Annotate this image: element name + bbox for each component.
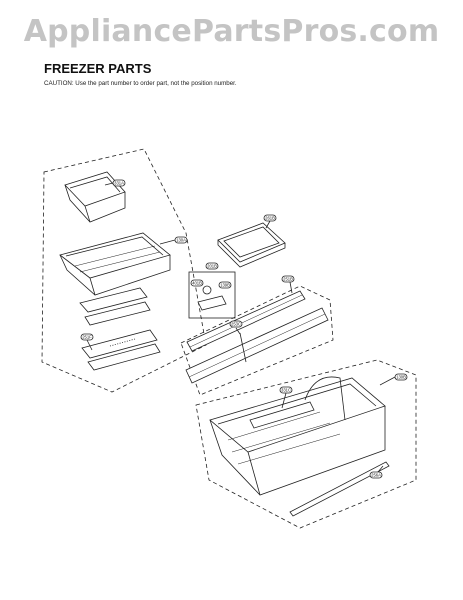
callout-253C: 253C	[229, 320, 243, 335]
part-cover	[217, 222, 286, 268]
part-divider-bottom	[249, 401, 315, 429]
part-small-box	[188, 271, 236, 319]
part-rail-right	[186, 290, 306, 352]
label-130B: 130B	[396, 375, 406, 380]
group-outline-left	[41, 148, 207, 393]
label-256A: 256A	[371, 473, 381, 478]
part-tray-top-left	[64, 171, 126, 223]
label-251B: 251B	[283, 277, 293, 282]
part-basket-left	[59, 232, 171, 296]
watermark-logo: AppliancePartsPros.com	[23, 14, 440, 49]
callout-130B: 130B	[379, 373, 408, 386]
callout-130A: 130A	[159, 236, 188, 245]
label-201B: 201B	[207, 264, 217, 269]
caution-note: CAUTION: Use the part number to order pa…	[44, 80, 237, 87]
part-divider-left-lower	[81, 329, 161, 371]
group-outline-bottom	[195, 359, 417, 529]
part-rod	[289, 461, 390, 517]
label-401B: 401B	[192, 281, 202, 286]
group-outline-right	[180, 285, 334, 396]
label-261B: 261B	[265, 216, 275, 221]
callout-401B: 401B	[190, 279, 204, 287]
callout-331C: 331C	[279, 386, 293, 409]
label-331C: 331C	[281, 388, 291, 393]
callout-256A: 256A	[369, 465, 384, 479]
label-130A: 130A	[176, 238, 186, 243]
label-139B: 139B	[220, 283, 230, 288]
part-rail-center	[185, 307, 329, 384]
callout-331A: 331A	[104, 179, 126, 187]
label-253C: 253C	[231, 322, 241, 327]
label-331A: 331A	[114, 181, 124, 186]
callout-261B: 261B	[263, 214, 277, 229]
part-divider-left-upper	[79, 287, 151, 326]
callout-251F: 251F	[80, 333, 94, 351]
callout-139B: 139B	[218, 281, 232, 289]
page-title: FREEZER PARTS	[44, 61, 152, 76]
callout-201B: 201B	[205, 262, 219, 270]
label-251F: 251F	[82, 335, 92, 340]
callout-251B: 251B	[281, 275, 295, 294]
